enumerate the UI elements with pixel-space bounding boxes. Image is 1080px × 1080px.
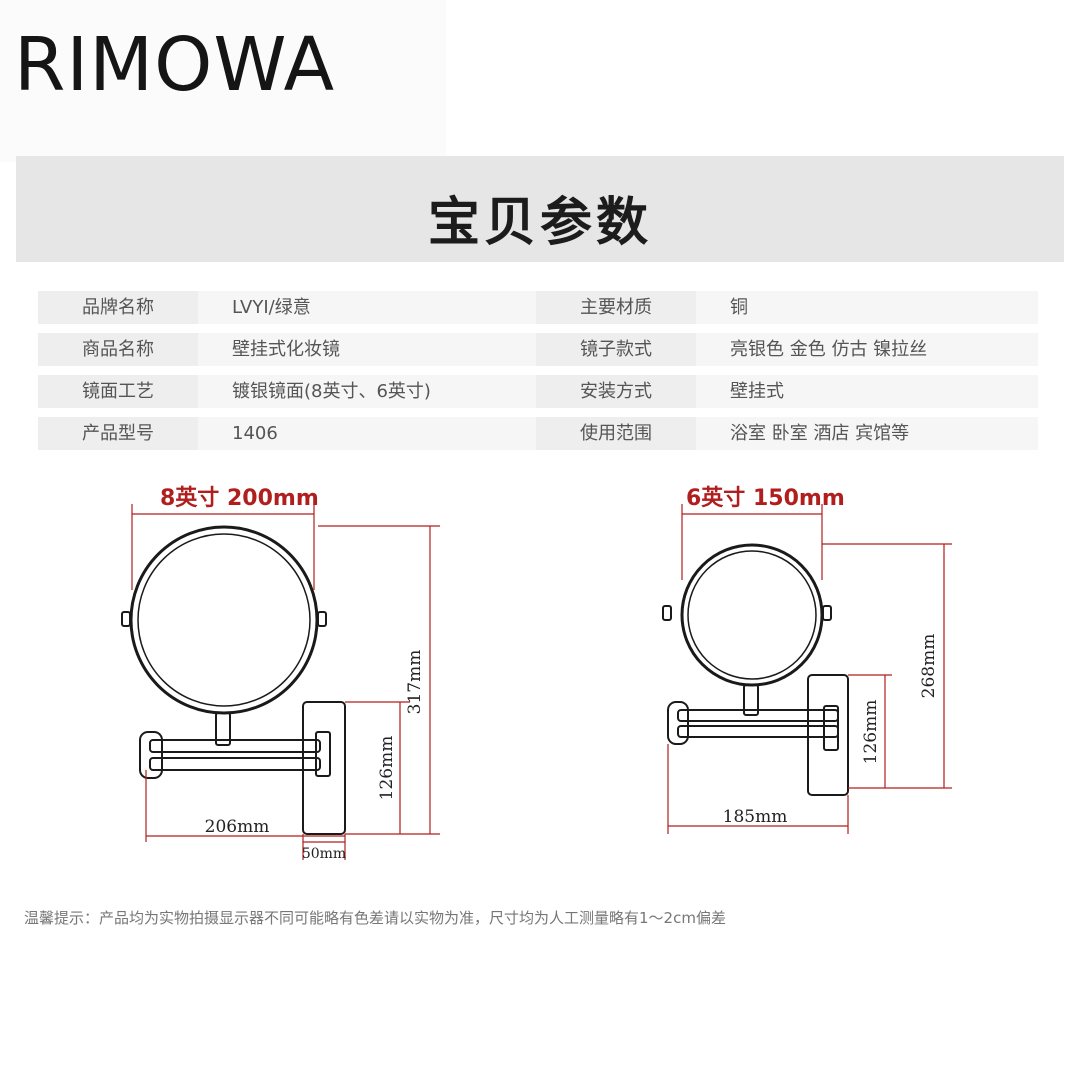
left-base-height-label: 126mm [377,736,397,801]
spec-label: 使用范围 [536,417,696,450]
left-depth-label: 50mm [302,846,346,862]
left-dimension-lines [131,504,440,860]
left-diagram-title: 8英寸 200mm [160,486,319,511]
spec-label: 主要材质 [536,291,696,324]
spec-value: 1406 [198,417,536,450]
disclaimer-note: 温馨提示：产品均为实物拍摄显示器不同可能略有色差请以实物为准，尺寸均为人工测量略… [24,909,726,927]
spec-label: 镜面工艺 [38,375,198,408]
left-extension-label: 206mm [205,817,270,837]
left-height-label: 317mm [405,650,425,715]
right-extension-label: 185mm [723,807,788,827]
spec-label: 品牌名称 [38,291,198,324]
spec-value: 浴室 卧室 酒店 宾馆等 [696,417,1038,450]
section-banner: 宝贝参数 [16,156,1064,262]
spec-row: 镜面工艺 镀银镜面(8英寸、6英寸) 安装方式 壁挂式 [38,375,1038,408]
spec-row: 产品型号 1406 使用范围 浴室 卧室 酒店 宾馆等 [38,417,1038,450]
spec-table: 品牌名称 LVYI/绿意 主要材质 铜 商品名称 壁挂式化妆镜 镜子款式 亮银色… [38,291,1038,459]
spec-value: 铜 [696,291,1038,324]
spec-value: 壁挂式 [696,375,1038,408]
spec-label: 商品名称 [38,333,198,366]
spec-value: 壁挂式化妆镜 [198,333,536,366]
right-mirror-drawing [662,543,849,796]
right-diagram-title: 6英寸 150mm [686,486,845,511]
right-base-height-label: 126mm [861,700,881,765]
spec-value: 亮银色 金色 仿古 镍拉丝 [696,333,1038,366]
spec-row: 商品名称 壁挂式化妆镜 镜子款式 亮银色 金色 仿古 镍拉丝 [38,333,1038,366]
section-title: 宝贝参数 [427,193,652,253]
right-dimension-lines [667,504,952,834]
left-mirror-drawing [121,525,346,835]
spec-value: LVYI/绿意 [198,291,536,324]
dimension-drawing: 317mm 126mm 206mm 50mm 268mm 126mm 185mm [121,504,952,862]
right-height-label: 268mm [919,634,939,699]
brand-logo: RIMOWA [14,22,336,108]
spec-row: 品牌名称 LVYI/绿意 主要材质 铜 [38,291,1038,324]
spec-label: 安装方式 [536,375,696,408]
spec-label: 产品型号 [38,417,198,450]
spec-label: 镜子款式 [536,333,696,366]
spec-value: 镀银镜面(8英寸、6英寸) [198,375,536,408]
logo-area: RIMOWA [0,0,446,162]
